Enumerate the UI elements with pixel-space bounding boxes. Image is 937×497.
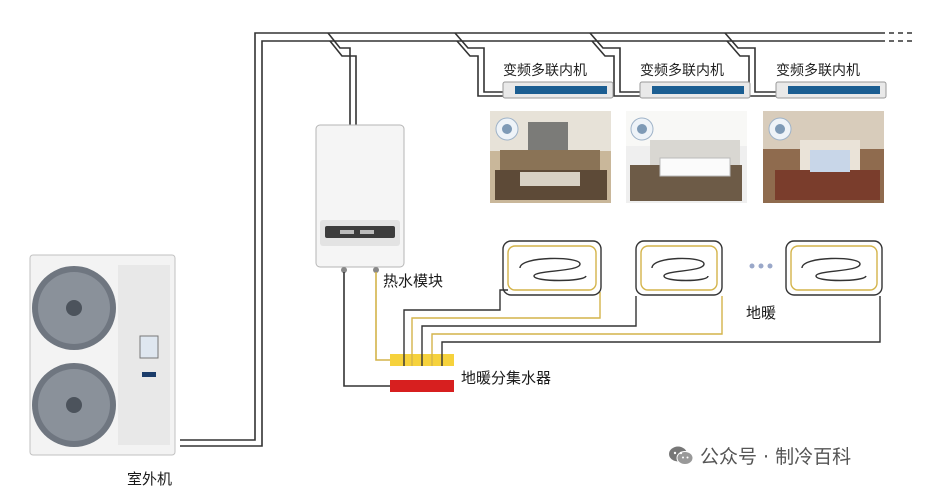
wechat-icon [669,446,694,465]
watermark-text: 公众号 · 制冷百科 [700,446,852,468]
outdoor-unit [29,254,176,456]
room-image-kitchen [626,111,747,203]
indoor-unit-3 [775,81,887,99]
hot-water-module-label: 热水模块 [383,272,444,290]
room-image-living [490,111,611,203]
manifold-label: 地暖分集水器 [461,369,552,387]
indoor-unit-label-3: 变频多联内机 [776,63,860,79]
pipe-continuation [880,32,915,42]
watermark: 公众号 · 制冷百科 [668,442,851,469]
water-pipes [343,272,392,387]
room-image-bedroom [763,111,884,203]
indoor-unit-label-1: 变频多联内机 [503,63,587,79]
coil-ellipsis [749,263,773,269]
indoor-unit-1 [502,81,614,99]
floor-heating-label: 地暖 [746,304,777,322]
floor-heating-coils [403,240,883,366]
outdoor-unit-label: 室外机 [127,470,173,488]
refrigerant-pipes [180,32,880,447]
indoor-unit-label-2: 变频多联内机 [640,63,724,79]
hot-water-module [315,124,405,273]
indoor-unit-2 [639,81,751,99]
